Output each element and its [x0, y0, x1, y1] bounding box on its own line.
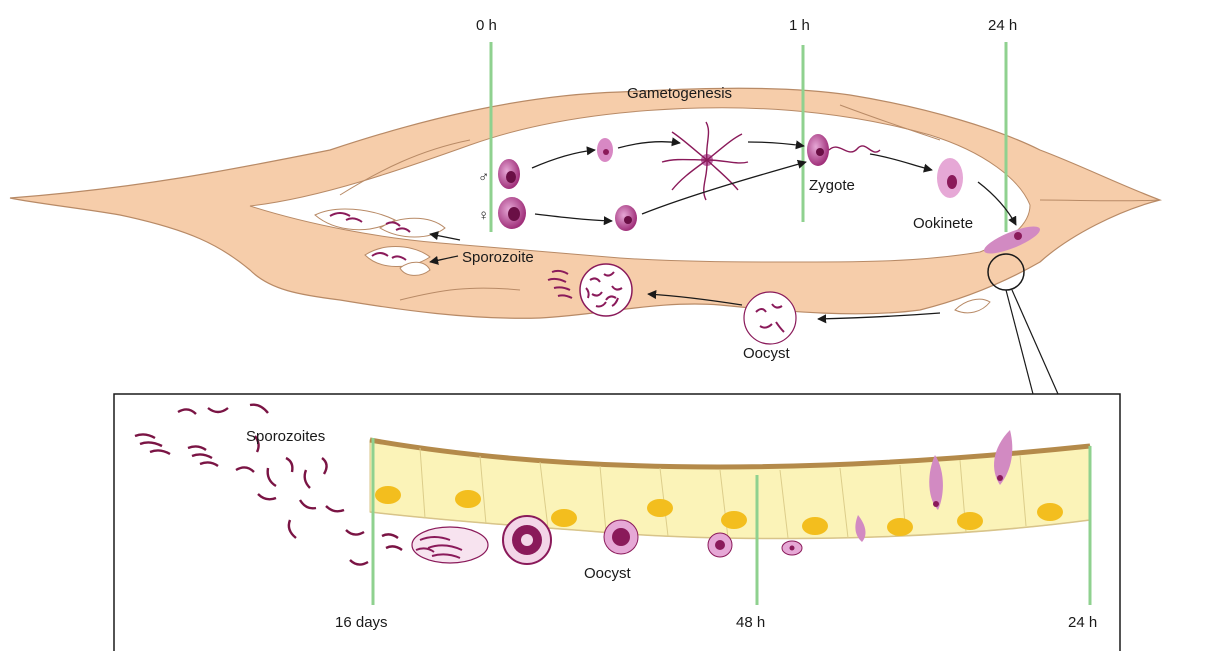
- gametocyte-female: [498, 197, 526, 229]
- gametocyte-male: [498, 159, 520, 189]
- female-symbol: ♀: [478, 207, 489, 224]
- label-oocyst-inset: Oocyst: [584, 565, 632, 582]
- time-label-1h: 1 h: [789, 17, 810, 34]
- label-sporozoites: Sporozoites: [246, 428, 325, 445]
- label-zygote: Zygote: [809, 177, 855, 194]
- oocyst-mature-top: [580, 264, 632, 316]
- male-symbol: ♂: [478, 169, 489, 186]
- label-oocyst-top: Oocyst: [743, 345, 791, 362]
- label-sporozoite: Sporozoite: [462, 249, 534, 266]
- time-label-0h: 0 h: [476, 17, 497, 34]
- ookinete-round: [937, 158, 963, 198]
- time-label-24h: 24 h: [988, 17, 1017, 34]
- inset-panel: Sporozoites Oocyst 16 days 48 h 24 h: [114, 394, 1120, 651]
- label-ookinete: Ookinete: [913, 215, 973, 232]
- oocyst-young-top: [744, 292, 796, 344]
- label-gametogenesis: Gametogenesis: [627, 85, 732, 102]
- female-gamete: [615, 205, 637, 231]
- gut-pouch-right: [955, 299, 990, 313]
- time-label-24h-inset: 24 h: [1068, 614, 1097, 631]
- ruptured-oocyst: [412, 527, 488, 563]
- male-gamete-activated: [597, 138, 613, 162]
- time-label-16days: 16 days: [335, 614, 388, 631]
- time-label-48h: 48 h: [736, 614, 765, 631]
